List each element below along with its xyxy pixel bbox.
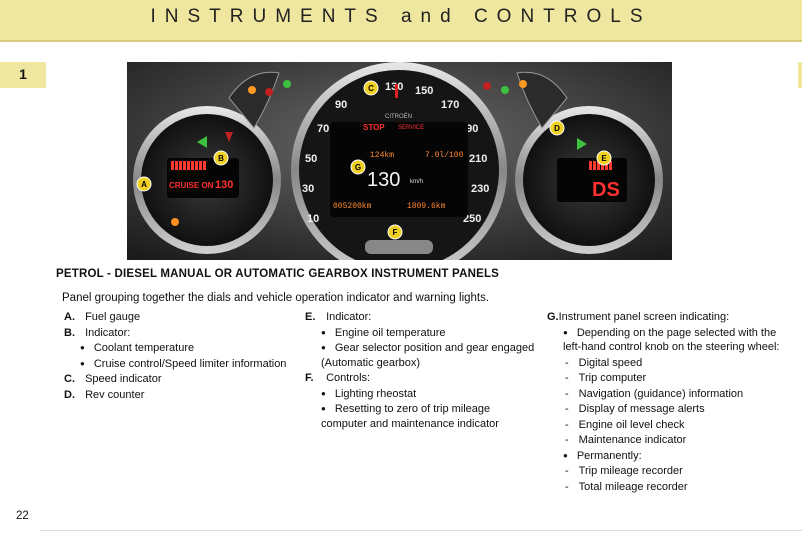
callout-b: B xyxy=(218,154,224,163)
item-letter: F. xyxy=(305,372,314,384)
item-text: Indicator: xyxy=(326,311,372,323)
odometer-readout: 005200km xyxy=(333,202,372,211)
chapter-tab xyxy=(0,62,46,88)
dash-item: Maintenance indicator xyxy=(547,433,787,448)
edge-tab xyxy=(798,62,802,88)
svg-text:230: 230 xyxy=(471,183,489,195)
callout-d: D xyxy=(554,124,560,133)
dash-item: Digital speed xyxy=(547,356,787,371)
svg-text:150: 150 xyxy=(415,85,433,97)
section-title: PETROL - DIESEL MANUAL OR AUTOMATIC GEAR… xyxy=(56,268,500,280)
consumption-readout: 7.0l/100 xyxy=(425,151,464,160)
svg-text:250: 250 xyxy=(463,213,481,225)
svg-text:90: 90 xyxy=(335,99,347,111)
bullet-item: Cruise control/Speed limiter information xyxy=(80,358,286,370)
dash-item: Engine oil level check xyxy=(547,418,787,433)
gear-display: DS xyxy=(592,179,620,201)
svg-text:210: 210 xyxy=(469,153,487,165)
cruise-speed: 130 xyxy=(215,179,233,191)
item-text: Indicator: xyxy=(85,326,131,339)
dash-item: Display of message alerts xyxy=(547,402,787,417)
item-text: Rev counter xyxy=(85,388,145,401)
bullet-item: Depending on the page selected with the … xyxy=(563,327,779,354)
callout-e: E xyxy=(601,154,607,163)
bullet-item: Permanently: xyxy=(563,450,642,462)
callout-a: A xyxy=(141,180,147,189)
page-header-title: INSTRUMENTS and CONTROLS xyxy=(150,6,652,27)
bullet-item: Engine oil temperature xyxy=(321,327,446,339)
trip-readout: 1809.6km xyxy=(407,202,446,211)
intro-text: Panel grouping together the dials and ve… xyxy=(62,292,490,304)
bullet-item: Lighting rheostat xyxy=(321,388,416,400)
svg-text:130: 130 xyxy=(385,81,403,93)
dash-item: Trip mileage recorder xyxy=(547,464,787,479)
bullet-item: Resetting to zero of trip mileage comput… xyxy=(321,403,499,430)
svg-text:170: 170 xyxy=(441,99,459,111)
bullet-item: Gear selector position and gear engaged … xyxy=(321,342,534,369)
brand-label: CITROËN xyxy=(385,113,412,120)
legend-column-2: E. Indicator: Engine oil temperature Gea… xyxy=(305,310,535,432)
svg-text:50: 50 xyxy=(305,153,317,165)
header-rule xyxy=(0,40,802,42)
dash-item: Navigation (guidance) information xyxy=(547,387,787,402)
stop-label: STOP xyxy=(363,123,385,132)
service-label: SERVICE xyxy=(398,125,424,131)
item-text: Speed indicator xyxy=(85,373,162,385)
dash-item: Total mileage recorder xyxy=(547,480,787,495)
item-letter: D. xyxy=(64,388,75,401)
item-letter: B. xyxy=(64,326,75,339)
callout-c: C xyxy=(368,84,374,93)
chapter-number: 1 xyxy=(19,66,27,82)
digital-speed: 130 xyxy=(367,169,400,191)
header-band xyxy=(0,0,802,40)
item-text: Controls: xyxy=(326,372,371,384)
footer-rule xyxy=(40,530,802,531)
dash-item: Trip computer xyxy=(547,371,787,386)
item-letter: E. xyxy=(305,311,316,323)
callout-g: G xyxy=(355,163,361,172)
cruise-label: CRUISE ON xyxy=(169,181,214,190)
svg-text:30: 30 xyxy=(302,183,314,195)
range-readout: 124km xyxy=(370,151,394,160)
item-text: Fuel gauge xyxy=(85,311,141,323)
bullet-item: Coolant temperature xyxy=(80,342,194,354)
svg-text:10: 10 xyxy=(307,213,319,225)
page-number: 22 xyxy=(16,510,29,522)
item-letter: G. xyxy=(547,311,559,323)
svg-text:70: 70 xyxy=(317,123,329,135)
item-letter: A. xyxy=(64,311,75,323)
speed-unit: km/h xyxy=(410,179,423,185)
legend-column-1: A. Fuel gauge B. Indicator: Coolant temp… xyxy=(64,310,289,403)
item-letter: C. xyxy=(64,373,75,385)
callout-f: F xyxy=(393,228,398,237)
legend-column-3: G.Instrument panel screen indicating: De… xyxy=(547,310,787,495)
item-text: Instrument panel screen indicating: xyxy=(558,311,730,323)
